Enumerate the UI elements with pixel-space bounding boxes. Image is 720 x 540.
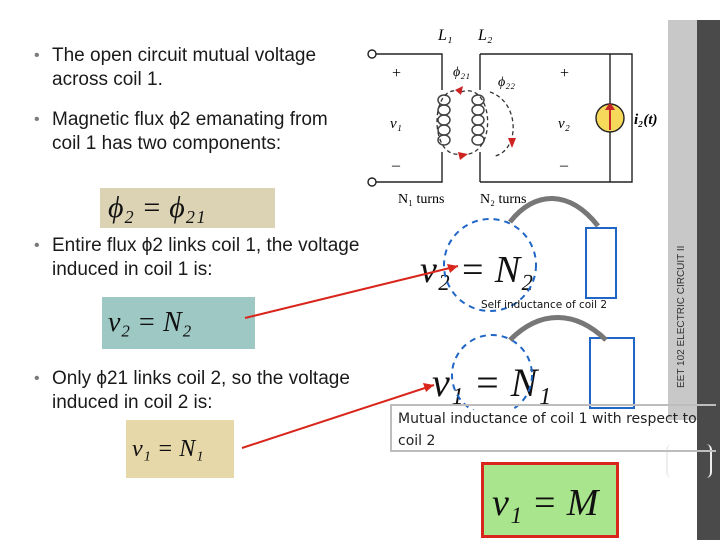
curved-arrow-bottom bbox=[508, 315, 608, 342]
label-n1-turns: N₁ turns bbox=[398, 192, 445, 207]
flux-phi22-loop bbox=[489, 91, 514, 157]
curved-arrow-top bbox=[508, 196, 600, 228]
equation-v2-left: v₂ = N₂ bbox=[102, 297, 255, 349]
self-inductance-label: Self inductance of coil 2 bbox=[481, 299, 608, 311]
equation-phi: ϕ₂ = ϕ₂₁ bbox=[100, 188, 275, 228]
flux-arrow-right bbox=[508, 138, 516, 148]
wire-right bbox=[480, 53, 633, 183]
page-number-box bbox=[666, 444, 712, 478]
blue-box-bottom bbox=[589, 337, 635, 409]
bullet-3: • Entire flux ϕ2 links coil 1, the volta… bbox=[34, 234, 362, 282]
coil-2 bbox=[471, 94, 485, 146]
bullet-dot: • bbox=[34, 370, 40, 387]
blue-box-top bbox=[585, 227, 617, 299]
equation-v1-mutual: v₁ = M bbox=[481, 462, 619, 538]
wire-left-bottom bbox=[376, 152, 443, 183]
coil-1 bbox=[437, 94, 451, 146]
bullet-dot: • bbox=[34, 47, 40, 64]
label-L1: L₁ bbox=[437, 27, 452, 44]
mutual-inductance-callout: Mutual inductance of coil 1 with respect… bbox=[390, 404, 716, 452]
bullet-4: • Only ϕ21 links coil 2, so the voltage … bbox=[34, 367, 352, 415]
red-arrow-head-1 bbox=[447, 264, 458, 273]
coupled-coil-circuit: L₁ L₂ ϕ₂₁ ϕ₂₂ + + v₁ v₂ i₂(t) – – N₁ tur… bbox=[360, 20, 668, 210]
mutual-inductance-text: Mutual inductance of coil 1 with respect… bbox=[398, 411, 697, 449]
label-i2: i₂(t) bbox=[634, 112, 658, 128]
wire-left-top bbox=[376, 53, 443, 90]
flux-arrow-bottom bbox=[458, 152, 468, 160]
equation-v1-right: v₁ = N₁ bbox=[432, 362, 662, 404]
dashed-circle-top bbox=[443, 218, 537, 312]
label-phi21: ϕ₂₁ bbox=[453, 65, 470, 80]
bullet-1: • The open circuit mutual voltage across… bbox=[34, 44, 342, 92]
bullet-2-text: Magnetic flux ϕ2 emanating from coil 1 h… bbox=[52, 109, 328, 154]
label-phi22: ϕ₂₂ bbox=[498, 75, 515, 90]
label-minus-left: – bbox=[391, 157, 401, 174]
flux-arrow-top bbox=[455, 86, 463, 95]
page-number: 11 bbox=[682, 452, 696, 466]
label-L2: L₂ bbox=[477, 27, 493, 44]
flux-phi21-loop-left bbox=[436, 90, 462, 155]
label-minus-right: – bbox=[559, 157, 569, 174]
sidebar-bar bbox=[668, 20, 697, 420]
bullet-4-text: Only ϕ21 links coil 2, so the voltage in… bbox=[52, 368, 350, 413]
label-plus-left: + bbox=[392, 65, 401, 82]
annotation-overlay bbox=[443, 196, 635, 410]
current-arrow-head bbox=[605, 102, 615, 110]
red-arrow-line-2 bbox=[241, 384, 435, 449]
flux-phi21-loop bbox=[460, 90, 489, 155]
label-v1: v₁ bbox=[390, 116, 402, 132]
label-n2-turns: N₂ turns bbox=[480, 192, 527, 207]
bullet-dot: • bbox=[34, 111, 40, 128]
red-arrow-line-1 bbox=[244, 265, 459, 319]
equation-v1-left: v₁ = N₁ bbox=[126, 420, 234, 478]
bullet-3-text: Entire flux ϕ2 links coil 1, the voltage… bbox=[52, 235, 360, 280]
bullet-dot: • bbox=[34, 237, 40, 254]
label-v2: v₂ bbox=[558, 116, 570, 132]
bullet-2: • Magnetic flux ϕ2 emanating from coil 1… bbox=[34, 108, 352, 156]
sidebar-bar-dark bbox=[697, 20, 720, 540]
red-arrow-head-2 bbox=[423, 383, 434, 392]
bullet-1-text: The open circuit mutual voltage across c… bbox=[52, 45, 317, 90]
dashed-circle-bottom bbox=[451, 334, 533, 410]
label-plus-right: + bbox=[560, 65, 569, 82]
